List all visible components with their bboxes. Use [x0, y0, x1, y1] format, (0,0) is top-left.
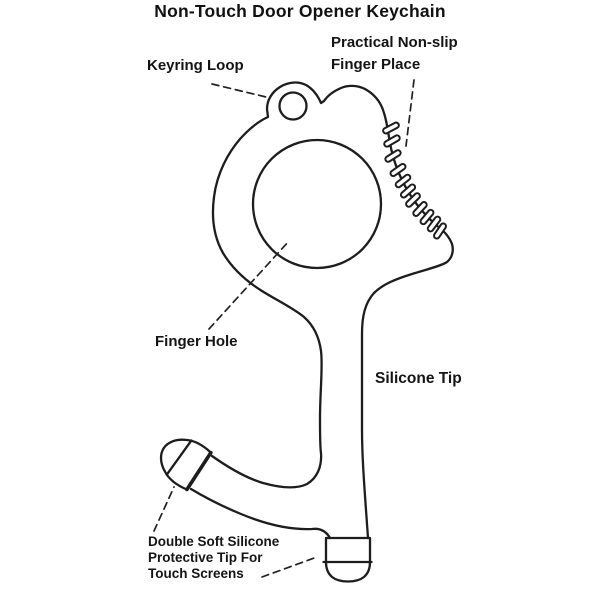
label-silicone-tip: Silicone Tip — [375, 370, 462, 387]
hook-tip-cap — [159, 438, 213, 492]
label-keyring-loop: Keyring Loop — [147, 57, 244, 74]
leader-hook-tip — [153, 486, 175, 532]
hook-arm-outline — [189, 487, 332, 540]
serration-rib — [405, 192, 421, 208]
hook-tip-cap-outline — [159, 438, 213, 491]
leader-finger-place — [405, 79, 415, 147]
bottom-tip-cap — [322, 536, 373, 583]
serration-rib — [384, 149, 402, 163]
leader-bottom-tip — [261, 556, 318, 578]
diagram-title: Non-Touch Door Opener Keychain — [154, 1, 446, 21]
label-protective-tip: Double Soft Silicone Protective Tip For … — [148, 534, 280, 581]
leader-keyring-loop — [211, 83, 267, 98]
keyring-loop-hole — [278, 91, 308, 121]
serration-rib — [394, 173, 412, 189]
serration-rib — [419, 208, 435, 226]
leader-finger-hole — [208, 240, 290, 330]
serration-rib — [383, 134, 401, 148]
label-finger-place: Practical Non-slip Finger Place — [331, 34, 458, 73]
body-outline — [210, 81, 454, 540]
serration-rib — [426, 215, 442, 233]
serration-rib — [433, 222, 447, 240]
label-finger-hole: Finger Hole — [155, 333, 238, 350]
hook-tip-cap-band — [165, 439, 193, 476]
non-slip-serrations — [382, 121, 447, 240]
serration-rib — [382, 121, 400, 135]
serration-rib — [389, 162, 407, 178]
serration-rib — [412, 201, 428, 217]
finger-hole-circle — [251, 138, 383, 270]
hook-tip-cap-edge — [185, 450, 213, 492]
serration-rib — [399, 183, 417, 199]
